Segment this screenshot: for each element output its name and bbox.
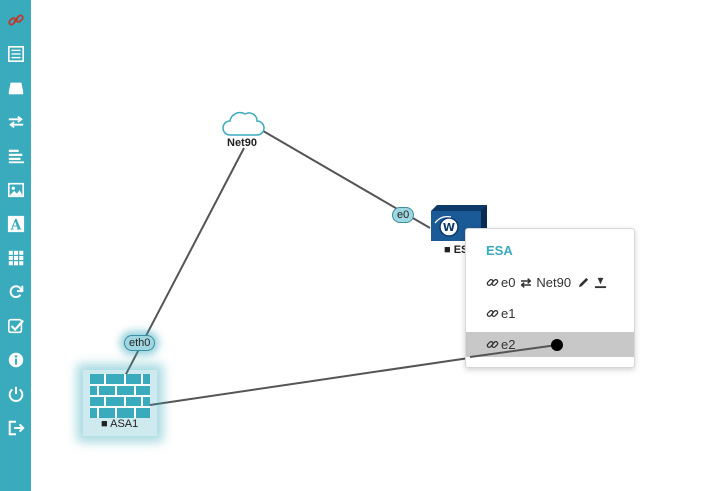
node-label-asa1: ■ ASA1: [101, 418, 139, 430]
svg-text:W: W: [443, 221, 455, 234]
exchange-icon: ⇄: [520, 274, 532, 290]
link-icon[interactable]: [6, 10, 26, 30]
context-menu-title: ESA: [486, 243, 513, 258]
drive-icon[interactable]: [6, 78, 26, 98]
asa-node[interactable]: ■ ASA1: [83, 370, 157, 436]
link-icon: [486, 310, 499, 317]
cloud-node-net90[interactable]: [221, 108, 265, 138]
check-square-icon[interactable]: [6, 316, 26, 336]
list-icon[interactable]: [6, 44, 26, 64]
node-label-net90: Net90: [227, 137, 257, 149]
interface-label-esa-e0[interactable]: e0: [392, 207, 415, 223]
cloud-icon: [222, 111, 265, 136]
pencil-icon[interactable]: [577, 276, 590, 289]
text-font-icon[interactable]: A: [6, 214, 26, 234]
svg-text:A: A: [10, 217, 22, 233]
connected-target: Net90: [536, 275, 572, 290]
sign-out-icon[interactable]: [6, 418, 26, 438]
interface-label-asa-eth0[interactable]: eth0: [124, 335, 156, 351]
exchange-icon[interactable]: [6, 112, 26, 132]
interface-name: e2: [501, 337, 516, 352]
info-icon[interactable]: [6, 350, 26, 370]
context-menu-item-e1[interactable]: e1: [466, 301, 634, 326]
node-status-esa: ■: [444, 244, 451, 256]
node-context-menu: ESA e0 ⇄ Net90 e1 e2: [465, 228, 635, 368]
firewall-icon: [90, 374, 150, 418]
power-icon[interactable]: [6, 384, 26, 404]
context-menu-item-e0[interactable]: e0 ⇄ Net90: [466, 270, 634, 295]
align-left-icon[interactable]: [6, 146, 26, 166]
node-label-esa: ■ ES: [444, 244, 469, 256]
link-icon: [486, 341, 499, 348]
image-icon[interactable]: [6, 180, 26, 200]
interface-name: e1: [501, 306, 516, 321]
context-menu-item-e2[interactable]: e2: [466, 332, 634, 357]
sidebar: A: [0, 0, 31, 491]
link-icon: [486, 279, 499, 286]
grid-icon[interactable]: [6, 248, 26, 268]
node-status-asa1: ■: [101, 418, 108, 430]
interface-name: e0: [501, 275, 516, 290]
refresh-icon[interactable]: [6, 282, 26, 302]
disconnect-icon[interactable]: [594, 276, 607, 289]
